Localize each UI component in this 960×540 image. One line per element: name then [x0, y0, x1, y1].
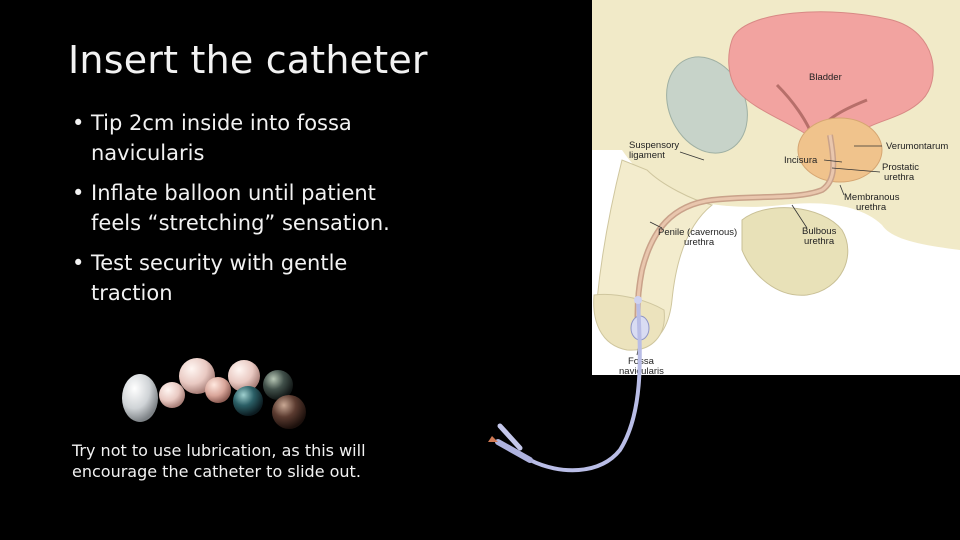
catheter-valve	[488, 436, 498, 442]
catheter-tip	[634, 296, 642, 304]
pearls-image	[122, 358, 306, 429]
catheter-funnel	[495, 439, 533, 463]
label-verumontanum: Verumontarum	[886, 141, 948, 152]
label-prostatic-1: Prostatic	[882, 162, 919, 173]
foley-catheter-image	[488, 296, 642, 473]
label-incisura: Incisura	[784, 155, 818, 166]
caption-text: Try not to use lubrication, as this will…	[72, 441, 366, 481]
urethra-lumen	[636, 134, 835, 331]
bullet-glyph: •	[72, 111, 85, 135]
bullet-text: Inflate balloon until patient feels “str…	[91, 181, 390, 235]
label-bladder: Bladder	[809, 72, 842, 83]
bullet-list: •Tip 2cm inside into fossa navicularis •…	[72, 108, 432, 318]
bladder-shape	[728, 11, 934, 146]
urethra-anatomy-diagram: Bladder Suspensory ligament Verumontarum…	[592, 0, 960, 375]
prostate-shape	[797, 117, 883, 183]
catheter-tube	[528, 296, 642, 473]
label-suspensory-1: Suspensory	[629, 140, 679, 151]
bullet-item: •Tip 2cm inside into fossa navicularis	[72, 108, 432, 168]
slide-title: Insert the catheter	[68, 38, 428, 82]
bullet-text: Tip 2cm inside into fossa navicularis	[91, 111, 352, 165]
catheter-port	[497, 423, 523, 451]
label-penile-2: urethra	[684, 237, 715, 248]
label-penile-1: Penile (cavernous)	[658, 227, 737, 238]
bullet-item: •Inflate balloon until patient feels “st…	[72, 178, 432, 238]
label-bulbous-1: Bulbous	[802, 226, 837, 237]
label-bulbous-2: urethra	[804, 236, 835, 247]
label-membranous-1: Membranous	[844, 192, 900, 203]
label-fossa-2: navicularis	[619, 366, 664, 375]
label-prostatic-2: urethra	[884, 172, 915, 183]
bullet-text: Test security with gentle traction	[91, 251, 348, 305]
bullet-glyph: •	[72, 181, 85, 205]
label-membranous-2: urethra	[856, 202, 887, 213]
bullet-item: •Test security with gentle traction	[72, 248, 432, 308]
label-suspensory-2: ligament	[629, 150, 665, 161]
bullet-glyph: •	[72, 251, 85, 275]
